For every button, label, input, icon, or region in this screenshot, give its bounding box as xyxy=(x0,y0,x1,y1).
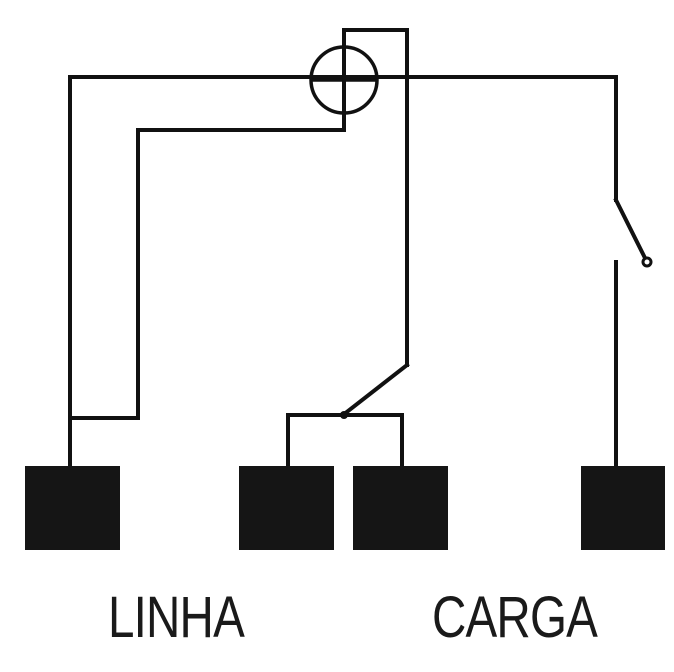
inner-wire xyxy=(70,28,346,420)
loop-wire xyxy=(342,28,409,367)
top-wire xyxy=(68,75,618,467)
junction-dot xyxy=(340,411,348,419)
line-label: LINHA xyxy=(108,585,245,650)
split-wire xyxy=(286,413,404,467)
switch-right-lever xyxy=(613,197,648,261)
switch-arm xyxy=(340,362,410,418)
load-terminal-1 xyxy=(239,466,334,550)
switch-right-contact xyxy=(641,256,653,268)
load-label: CARGA xyxy=(432,585,598,650)
line-terminal xyxy=(25,466,120,550)
load-terminal-3 xyxy=(581,466,665,550)
load-terminal-2 xyxy=(353,466,448,550)
crossed-circle-lamp xyxy=(309,45,379,115)
